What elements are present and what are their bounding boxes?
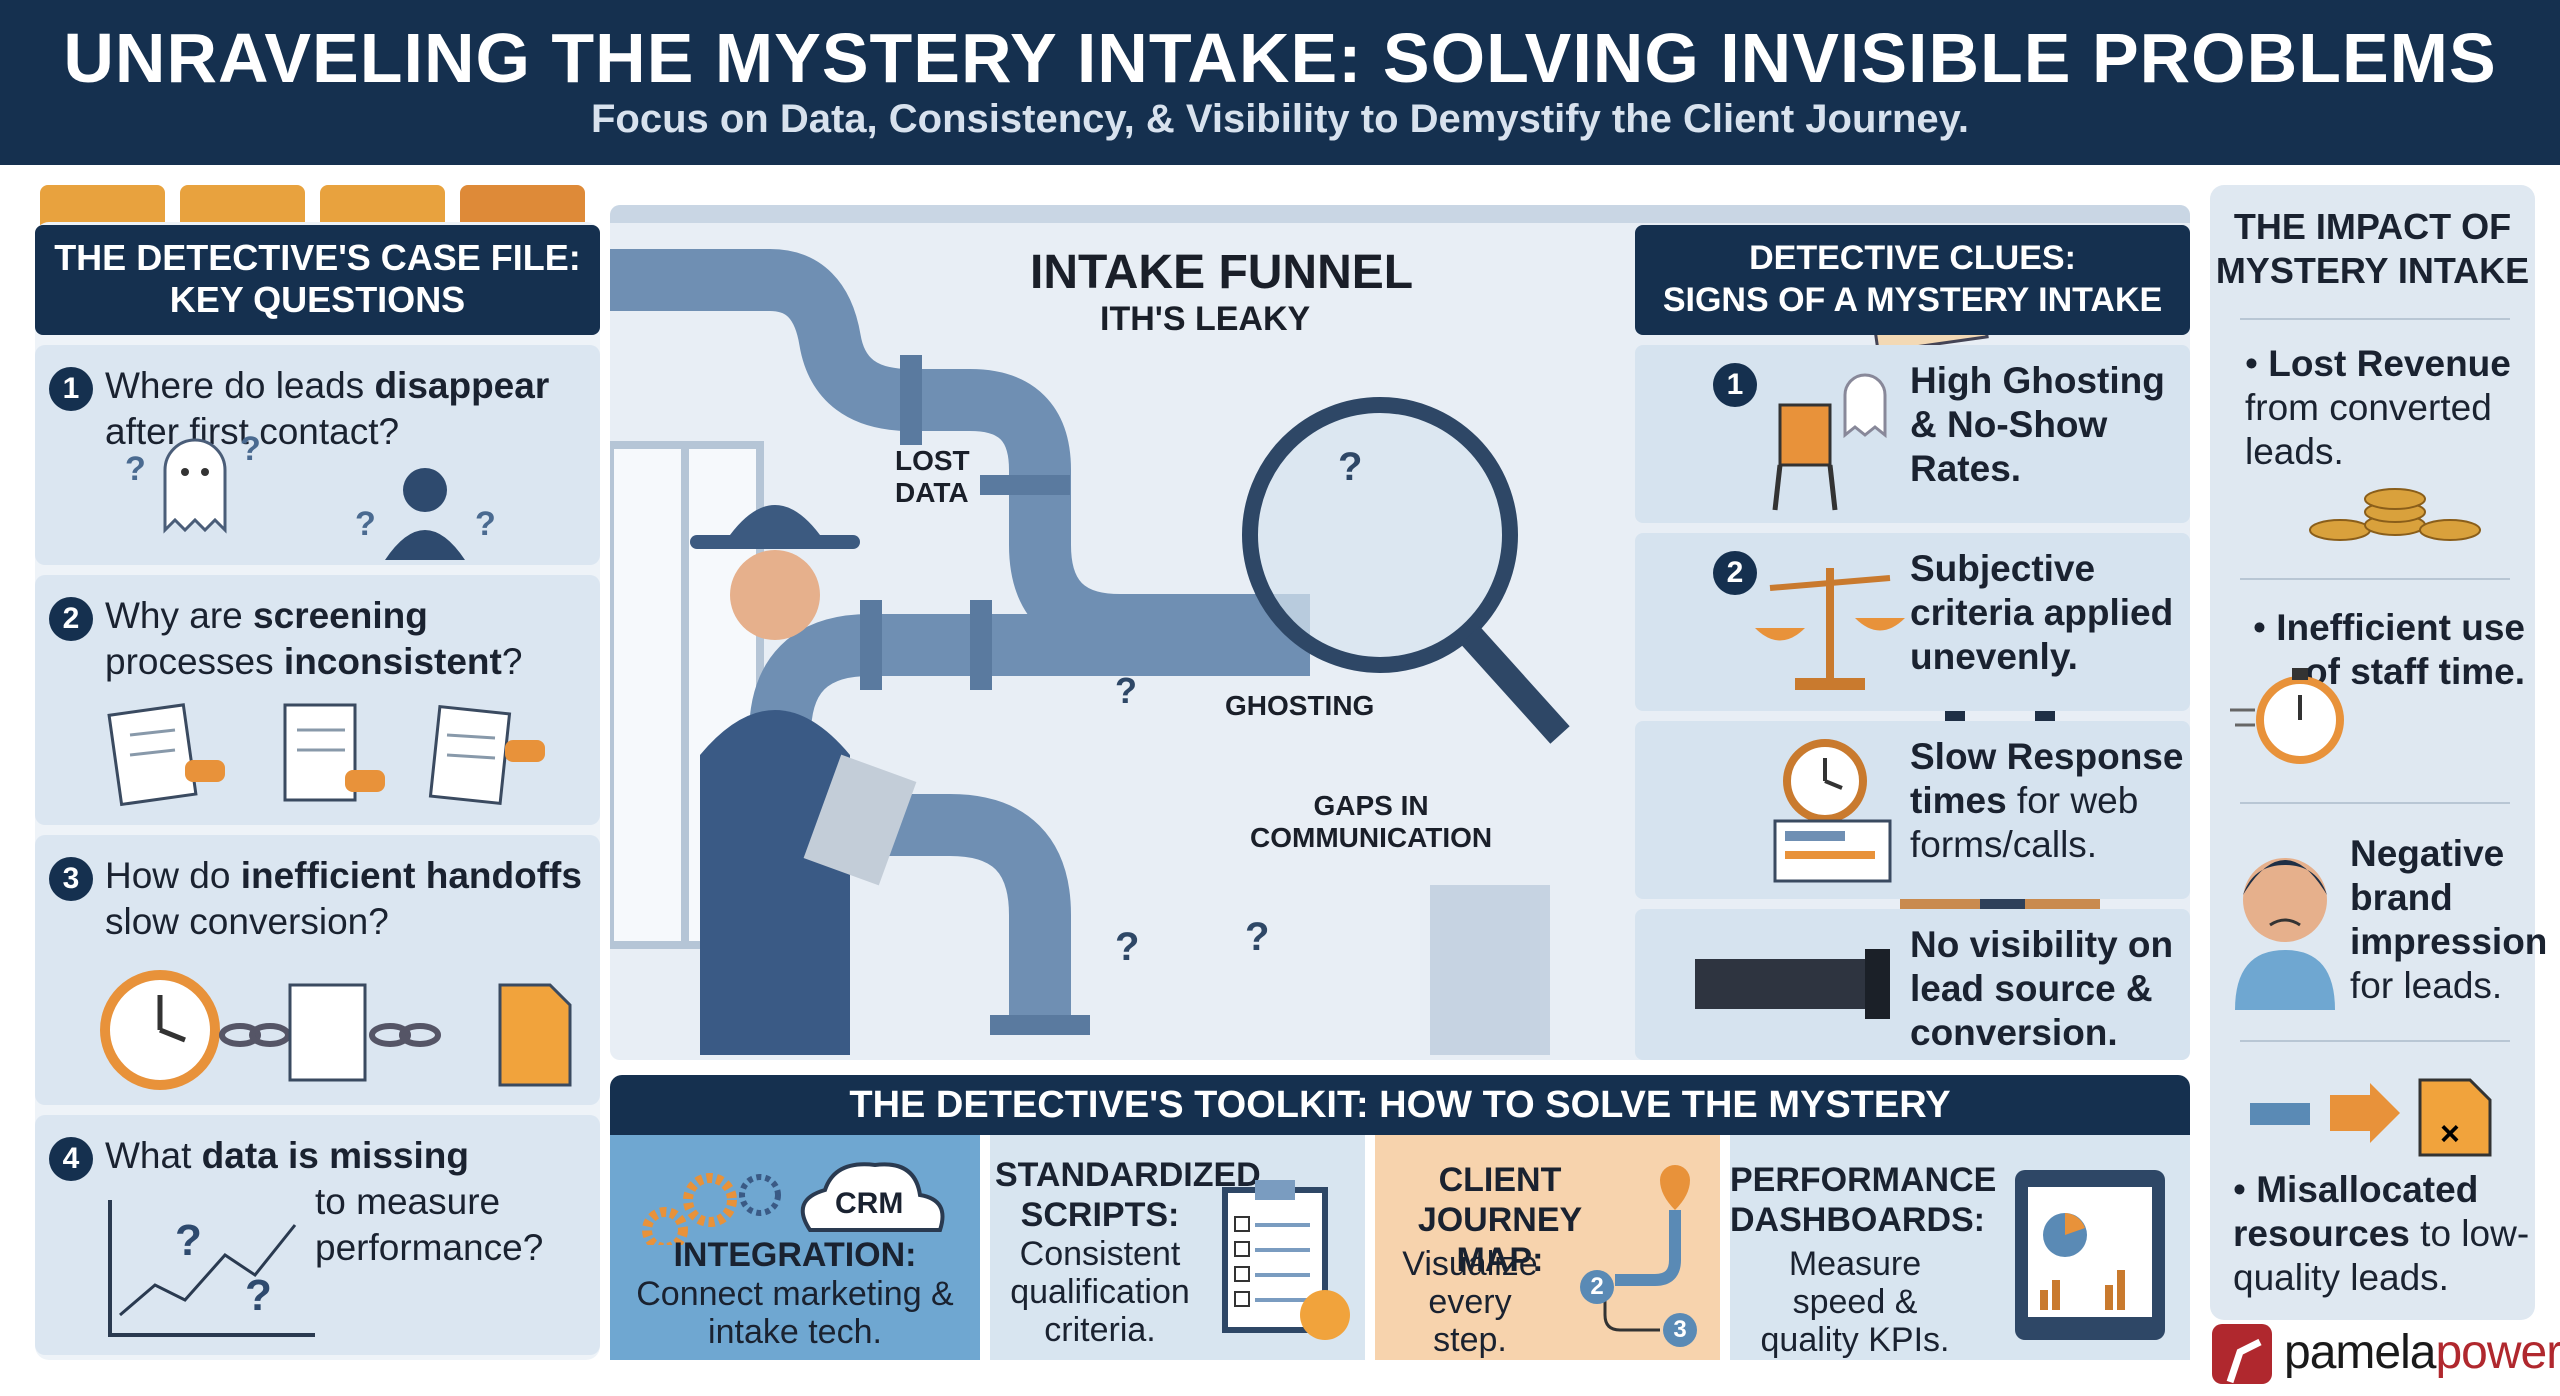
case-file-header: THE DETECTIVE'S CASE FILE: KEY QUESTIONS	[35, 225, 600, 335]
impact-item-4: • Misallocated resources to low-quality …	[2233, 1169, 2530, 1298]
blocked-pipe-icon	[1695, 949, 1890, 1019]
journey-path-icon	[1603, 1165, 1690, 1332]
brand-logo: pamelapowered	[2212, 1322, 2560, 1388]
logo-mark-icon	[2212, 1324, 2272, 1384]
clue-3: Slow Response times for web forms/calls.	[1635, 721, 2190, 899]
gears-cloud-icon	[642, 1162, 945, 1245]
ghosting-label: GHOSTING	[1225, 690, 1375, 721]
question-number: 1	[49, 367, 93, 411]
question-text: Why are screening processes inconsistent…	[105, 595, 523, 682]
question-text: What data is missing to measure performa…	[105, 1135, 544, 1268]
impact-item-2: • Inefficient use of staff time.	[2252, 607, 2525, 692]
divider	[2240, 578, 2510, 580]
case-file-title-2: KEY QUESTIONS	[169, 279, 466, 320]
tablet-dashboard-icon	[2015, 1170, 2165, 1340]
clues-header: DETECTIVE CLUES:SIGNS OF A MYSTERY INTAK…	[1635, 225, 2190, 335]
detective-clues-panel: DETECTIVE CLUES:SIGNS OF A MYSTERY INTAK…	[1635, 225, 2190, 1060]
stopwatch-icon	[2230, 668, 2344, 764]
scales-icon	[1755, 568, 1905, 690]
funnel-subtitle: ITH'S LEAKY	[1100, 300, 1311, 338]
toolkit-dashboards: PERFORMANCE DASHBOARDS: Measure speed & …	[1730, 1135, 2190, 1360]
toolkit-integration: CRM INTEGRATION: Connect marketing & int…	[610, 1135, 980, 1360]
clue-2: 2 Subjective criteria applied unevenly.	[1635, 533, 2190, 711]
misallocation-arrows-icon: ×	[2250, 1078, 2492, 1157]
svg-text:?: ?	[355, 505, 376, 543]
toolkit-desc: Visualize every step.	[1402, 1245, 1538, 1359]
person-silhouette-icon: ??	[355, 468, 496, 560]
clock-chain-handoff-icon	[100, 970, 572, 1090]
folder-tabs	[40, 185, 585, 225]
svg-text:?: ?	[240, 430, 261, 468]
clue-text: Slow Response times for web forms/calls.	[1910, 736, 2184, 865]
question-text: How do inefficient handoffs slow convers…	[105, 855, 582, 942]
clue-number: 1	[1713, 363, 1757, 407]
clue-text: Subjective criteria applied unevenly.	[1910, 548, 2174, 677]
svg-text:?: ?	[125, 450, 146, 488]
question-number: 4	[49, 1137, 93, 1181]
detective-left	[690, 505, 917, 1055]
question-3: 3 How do inefficient handoffs slow conve…	[35, 835, 600, 1105]
clipboard-checklist-icon	[1222, 1180, 1350, 1340]
divider	[2240, 318, 2510, 320]
coins-icon	[2309, 488, 2481, 541]
divider	[2240, 1040, 2510, 1042]
svg-text:?: ?	[175, 1216, 202, 1265]
journey-step-2: 2	[1580, 1270, 1614, 1304]
clue-1: 1 High Ghosting & No-Show Rates.	[1635, 345, 2190, 523]
question-mark: ?	[1338, 445, 1363, 489]
crm-badge: CRM	[835, 1187, 904, 1220]
magnifying-glass	[1242, 397, 1518, 673]
clue-text: No visibility on lead source & conversio…	[1910, 924, 2174, 1053]
funnel-title: INTAKE FUNNEL	[1030, 246, 1414, 299]
clue-4: No visibility on lead source & conversio…	[1635, 909, 2190, 1060]
case-file-title-1: THE DETECTIVE'S CASE FILE:	[54, 237, 581, 278]
toolkit-heading: STANDARDIZED SCRIPTS:	[995, 1156, 1261, 1234]
impact-item-1: • Lost Revenue from converted leads.	[2245, 343, 2511, 472]
clock-form-icon	[1773, 739, 1892, 883]
clue-text: High Ghosting & No-Show Rates.	[1910, 360, 2165, 489]
toolkit-scripts: STANDARDIZED SCRIPTS: Consistent qualifi…	[990, 1135, 1365, 1360]
question-4: 4 What data is missing to measure perfor…	[35, 1115, 600, 1355]
question-1: 1 Where do leads disappear after first c…	[35, 345, 600, 565]
divider	[2240, 802, 2510, 804]
line-chart-question-icon: ??	[108, 1200, 315, 1337]
toolkit-heading: INTEGRATION:	[673, 1236, 917, 1274]
toolkit-desc: Measure speed & quality KPIs.	[1760, 1245, 1950, 1359]
question-mark: ?	[1245, 915, 1270, 959]
toolkit-desc: Connect marketing & intake tech.	[636, 1275, 954, 1351]
question-mark: ?	[1115, 925, 1140, 969]
svg-text:×: ×	[2440, 1115, 2460, 1153]
header-banner: UNRAVELING THE MYSTERY INTAKE: SOLVING I…	[0, 0, 2560, 165]
impact-item-3: Negative brand impression for leads.	[2350, 833, 2548, 1006]
svg-text:?: ?	[245, 1271, 272, 1320]
question-text: Where do leads disappear after first con…	[105, 365, 550, 452]
question-2: 2 Why are screening processes inconsiste…	[35, 575, 600, 825]
sad-face-icon	[2235, 858, 2335, 1010]
ghost-icon: ??	[125, 430, 261, 534]
question-mark: ?	[1115, 670, 1137, 711]
page-subtitle: Focus on Data, Consistency, & Visibility…	[590, 97, 1970, 141]
svg-text:?: ?	[475, 505, 496, 543]
toolkit-heading: CLIENT JOURNEY MAP:	[1417, 1161, 1583, 1279]
toolkit-journey-map: CLIENT JOURNEY MAP: Visualize every step…	[1375, 1135, 1720, 1360]
clue-number: 2	[1713, 551, 1757, 595]
logo-text-pamela: pamela	[2284, 1326, 2436, 1379]
page-title: UNRAVELING THE MYSTERY INTAKE: SOLVING I…	[63, 19, 2497, 97]
question-number: 3	[49, 857, 93, 901]
toolkit-desc: Consistent qualification criteria.	[1010, 1235, 1190, 1349]
logo-text-powered: powered	[2435, 1326, 2560, 1379]
empty-chair-ghost-icon	[1772, 373, 1887, 511]
toolkit-header: THE DETECTIVE'S TOOLKIT: HOW TO SOLVE TH…	[610, 1075, 2190, 1135]
question-number: 2	[49, 597, 93, 641]
documents-signing-icon	[107, 703, 545, 807]
journey-step-3: 3	[1663, 1313, 1697, 1347]
toolkit-heading: PERFORMANCE DASHBOARDS:	[1730, 1161, 1997, 1239]
